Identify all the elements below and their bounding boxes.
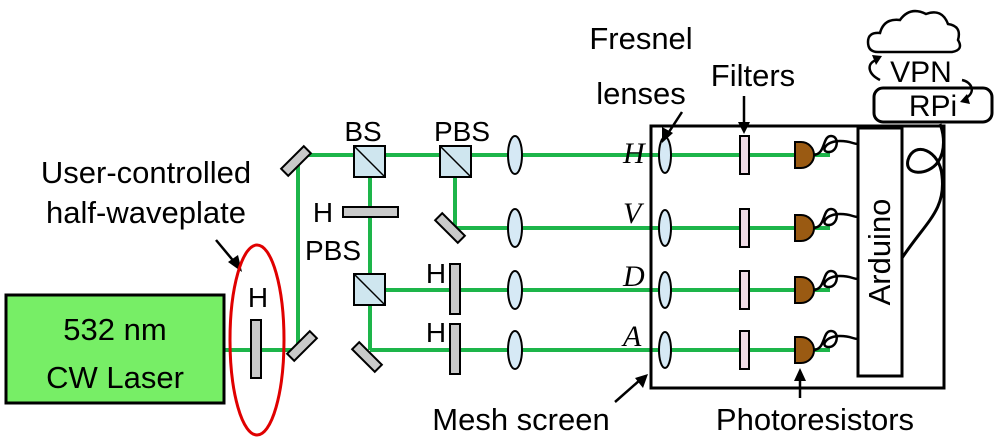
sync-arrows-icon	[868, 55, 974, 104]
photoresistors-label: Photoresistors	[716, 402, 914, 437]
pointer-arrow-mesh	[614, 374, 648, 403]
waveplate-h-vertical: H	[313, 197, 399, 228]
channel-label-d: D	[622, 260, 645, 293]
mesh-screen-label: Mesh screen	[432, 402, 609, 437]
pointer-arrow-fresnel	[662, 111, 684, 143]
beam-splitter: BS	[344, 116, 386, 178]
mirror-3	[433, 211, 467, 245]
fresnel-lenses	[658, 136, 672, 369]
filter-a	[739, 330, 750, 370]
fresnel-lens-a	[658, 331, 672, 369]
lens-1-d	[507, 270, 523, 310]
rpi-label: RPi	[909, 90, 957, 123]
user-waveplate-h-label: H	[248, 282, 268, 313]
enclosure-box	[649, 124, 946, 390]
lens-column-1	[507, 135, 523, 370]
arduino-label: Arduino	[862, 199, 897, 306]
laser-label-line2: CW Laser	[46, 360, 184, 395]
fresnel-label-line1: Fresnel	[589, 21, 692, 56]
filter-d	[739, 270, 750, 310]
bs-label: BS	[344, 116, 381, 147]
laser-label-line1: 532 nm	[63, 312, 166, 347]
vpn-group: VPN	[868, 55, 974, 104]
mirror-2	[279, 144, 313, 178]
waveplate-h-a: H	[426, 317, 461, 375]
cloud-icon	[866, 9, 962, 54]
pointer-arrow-photoresistors	[794, 368, 806, 398]
rpi-cable	[900, 123, 945, 259]
fresnel-lens-h	[658, 136, 672, 174]
user-waveplate-highlight	[228, 243, 286, 437]
waveplate-h-d-label: H	[426, 258, 446, 289]
rpi-box: RPi	[872, 86, 994, 124]
filter-v	[739, 208, 750, 248]
fresnel-lens-v	[658, 209, 672, 247]
user-waveplate[interactable]: H	[228, 243, 286, 437]
lens-1-h	[507, 135, 523, 175]
user-controlled-label-line2: half-waveplate	[46, 195, 246, 230]
pbs-label-2: PBS	[305, 235, 361, 266]
waveplate-h-vertical-label: H	[313, 197, 333, 228]
lens-1-a	[507, 330, 523, 370]
photoresistor-a	[794, 329, 859, 364]
lens-1-v	[507, 208, 523, 248]
channel-labels: H V D A	[621, 137, 647, 353]
channel-label-v: V	[623, 197, 645, 230]
channel-label-h: H	[622, 137, 647, 170]
arduino-board: Arduino	[856, 126, 904, 378]
mirror-4	[350, 340, 384, 374]
vpn-label: VPN	[890, 56, 952, 89]
fresnel-label-line2: lenses	[596, 76, 686, 111]
waveplate-h-d: H	[426, 258, 461, 315]
photoresistor-d	[794, 269, 859, 304]
photoresistor-v	[794, 207, 859, 242]
filters	[739, 135, 750, 370]
polarizing-beam-splitter-2: PBS	[305, 235, 386, 306]
pointer-arrow-filters	[738, 96, 750, 134]
channel-label-a: A	[621, 320, 642, 353]
mirror-1	[285, 329, 319, 363]
photoresistors	[794, 134, 859, 364]
photoresistor-h	[794, 134, 859, 169]
filter-h	[739, 135, 750, 175]
fresnel-lens-d	[658, 271, 672, 309]
laser-source: 532 nm CW Laser	[4, 293, 226, 405]
polarizing-beam-splitter-1: PBS	[434, 116, 490, 178]
pbs-label-1: PBS	[434, 116, 490, 147]
filters-label: Filters	[711, 58, 795, 93]
user-controlled-label-line1: User-controlled	[41, 155, 251, 190]
waveplate-h-a-label: H	[426, 317, 446, 348]
